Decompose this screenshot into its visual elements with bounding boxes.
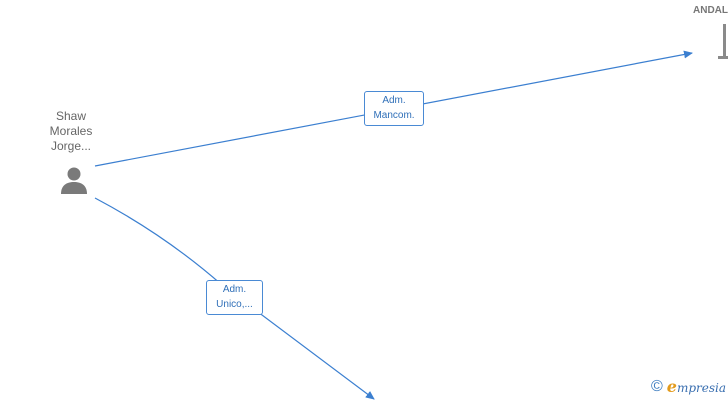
relation-label-line-2: Mancom. [373, 110, 415, 121]
brand-initial: e [666, 377, 677, 396]
relation-label-adm-unico[interactable]: Adm. Unico,... [206, 280, 263, 315]
relation-label-adm-mancom[interactable]: Adm. Mancom. [364, 91, 424, 126]
edge-person-to-offscreen[interactable] [94, 197, 375, 400]
person-name-line-1: Shaw [55, 109, 87, 123]
brand-rest: mpresia [676, 381, 726, 395]
relation-label-line-1: Adm. [222, 284, 247, 295]
copyright-icon: © [650, 377, 663, 395]
person-node-name[interactable]: Shaw Morales Jorge... [38, 109, 104, 154]
person-name-line-3: Jorge... [50, 139, 92, 153]
building-icon[interactable] [718, 24, 728, 60]
person-icon[interactable] [58, 164, 90, 196]
company-node-name[interactable]: ANDAL [693, 5, 728, 16]
relation-label-line-1: Adm. [382, 95, 406, 106]
relation-label-line-2: Unico,... [216, 299, 253, 310]
empresia-watermark: © empresia [651, 377, 726, 396]
brand-logo: empresia [667, 377, 726, 396]
person-name-line-2: Morales [49, 124, 93, 138]
